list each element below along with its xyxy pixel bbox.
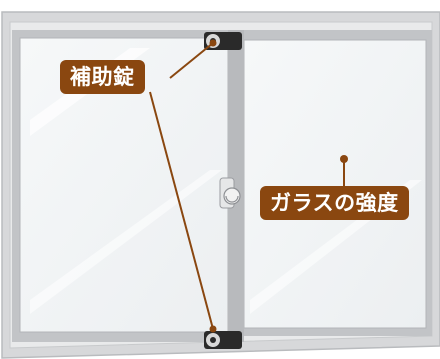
leader-line-top-lock [169,42,214,79]
auxiliary-lock-label: 補助錠 [60,60,145,94]
leader-line-bottom-lock [149,91,214,330]
right-sash [236,30,432,336]
leader-dot-top-lock [209,39,217,47]
auxiliary-lock-icon [204,331,242,349]
crescent-lock-icon [219,177,241,209]
glass-strength-label: ガラスの強度 [260,186,409,220]
leader-dot-bottom-lock [209,325,217,333]
leader-dot-glass [340,155,348,163]
auxiliary-lock-icon [204,32,242,50]
meeting-rail [228,30,244,342]
